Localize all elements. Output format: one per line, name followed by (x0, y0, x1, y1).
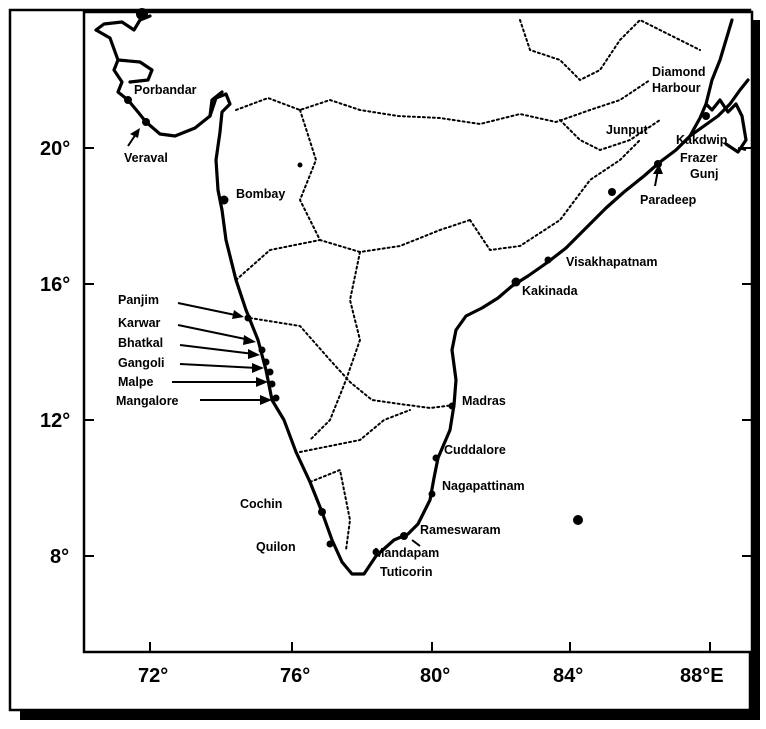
label-porbandar: Porbandar (134, 83, 197, 97)
label-mangalore: Mangalore (116, 394, 179, 408)
lon-label-84: 84° (553, 665, 583, 687)
scan-speck (573, 515, 583, 525)
lon-label-88e: 88°E (680, 665, 724, 687)
port-marker-kakinada (511, 277, 521, 287)
arrowhead-bhatkal (248, 349, 260, 359)
label-panjim: Panjim (118, 293, 159, 307)
label-frazergunj-line2: Gunj (690, 167, 718, 181)
india-coastline (94, 28, 750, 576)
port-marker-panjim (244, 314, 252, 322)
label-cuddalore: Cuddalore (444, 443, 506, 457)
arrowhead-gangoli (252, 363, 264, 373)
label-junput: Junput (606, 123, 648, 137)
state-border-maharashtra (235, 239, 362, 441)
label-cochin: Cochin (240, 497, 282, 511)
lon-ticks (149, 642, 711, 652)
port-marker-porbandar (124, 96, 132, 104)
label-nagapattinam: Nagapattinam (442, 479, 525, 493)
port-marker-tuticorin (372, 548, 380, 556)
label-paradeep: Paradeep (640, 193, 697, 207)
port-marker-paradeep (608, 188, 616, 196)
port-marker-nagapattinam (428, 490, 436, 498)
port-marker-karwar (258, 346, 266, 354)
label-madras: Madras (462, 394, 506, 408)
state-border-central-a (298, 109, 471, 254)
label-bombay: Bombay (236, 187, 285, 201)
state-border-central-b (469, 139, 641, 252)
label-quilon: Quilon (256, 540, 296, 554)
lon-label-80: 80° (420, 665, 450, 687)
label-karwar: Karwar (118, 316, 161, 330)
arrow-frazergunj (737, 147, 747, 151)
port-markers (124, 96, 710, 556)
label-malpe: Malpe (118, 375, 153, 389)
port-marker-junput (654, 160, 662, 168)
port-marker-bhatkal (262, 358, 270, 366)
arrow-bhatkal (179, 344, 255, 355)
label-veraval: Veraval (124, 151, 168, 165)
arrow-mandapam (411, 539, 421, 547)
arrow-karwar (177, 324, 251, 341)
hooghly-river (704, 18, 734, 106)
state-border-tamilnadu (299, 409, 411, 551)
port-marker-cochin (318, 508, 326, 516)
arrowhead-karwar (243, 335, 256, 345)
lat-label-20: 20° (40, 138, 70, 160)
arrow-gangoli (179, 363, 259, 369)
label-gangoli: Gangoli (118, 356, 165, 370)
label-mandapam: Mandapam (374, 546, 439, 560)
lon-label-76: 76° (280, 665, 310, 687)
label-tuticorin: Tuticorin (380, 565, 433, 579)
scan-speck (297, 162, 303, 168)
gulf-of-khambhat (208, 90, 224, 118)
port-marker-madras (448, 402, 456, 410)
port-marker-veraval (142, 118, 150, 126)
arrow-panjim (177, 302, 241, 317)
lat-label-12: 12° (40, 410, 70, 432)
arrowhead-veraval (130, 128, 140, 138)
label-kakinada: Kakinada (522, 284, 579, 298)
label-diamond-harbour-line2: Harbour (652, 81, 701, 95)
label-bhatkal: Bhatkal (118, 336, 163, 350)
arrowhead-panjim (232, 310, 244, 319)
port-marker-quilon (326, 540, 334, 548)
lat-label-8: 8° (50, 546, 69, 568)
port-labels: Porbandar Veraval Bombay Panjim Karwar B… (116, 65, 728, 579)
arrowhead-mangalore (260, 395, 272, 405)
state-border-east (559, 119, 661, 152)
state-border-north (235, 79, 651, 126)
bengal-delta-coastline (688, 98, 748, 154)
port-marker-kakdwip (702, 112, 710, 120)
arrowhead-paradeep (653, 164, 663, 174)
state-border-northeast (519, 18, 701, 82)
port-marker-bombay (219, 195, 229, 205)
port-marker-gangoli (266, 368, 274, 376)
arrowhead-malpe (256, 377, 268, 387)
lat-ticks (84, 147, 752, 557)
port-marker-rameswaram (400, 532, 408, 540)
state-border-karnataka (249, 317, 455, 410)
port-marker-malpe (268, 380, 276, 388)
scan-speck (136, 8, 148, 20)
label-visakhapatnam: Visakhapatnam (566, 255, 657, 269)
port-marker-visakhapatnam (544, 256, 552, 264)
label-rameswaram: Rameswaram (420, 523, 501, 537)
port-arrows (127, 128, 747, 547)
label-kakdwip: Kakdwip (676, 133, 728, 147)
port-marker-cuddalore (432, 454, 440, 462)
lat-label-16: 16° (40, 274, 70, 296)
label-frazergunj-line1: Frazer (680, 151, 718, 165)
port-marker-mangalore (272, 394, 280, 402)
lon-label-72: 72° (138, 665, 168, 687)
label-diamond-harbour-line1: Diamond (652, 65, 705, 79)
